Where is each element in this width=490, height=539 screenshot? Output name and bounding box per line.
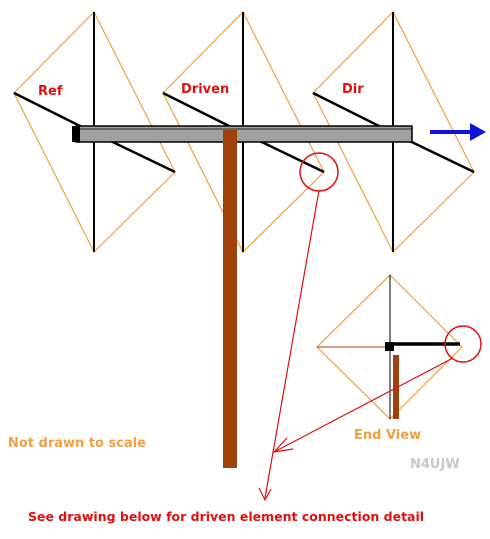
author-callsign: N4UJW [410,457,460,472]
end-view-feedpoint-circle [444,325,482,363]
not-to-scale-note: Not drawn to scale [8,436,146,451]
leader-line-to-caption [264,189,320,499]
boom [72,125,413,143]
boom-body [75,125,413,143]
director-label: Dir [342,82,364,97]
end-view-arrowhead [272,437,294,453]
detail-caption: See drawing below for driven element con… [28,509,424,524]
leader-lines [258,189,454,502]
reflector-label: Ref [38,84,63,99]
driven-label: Driven [181,82,229,97]
caption-arrowhead [258,487,272,502]
feedpoint-highlight-circle [299,152,339,192]
boom-end-cap [72,126,80,142]
end-view [316,274,482,420]
leader-line-to-end-view [273,357,454,453]
right-arrow-icon [430,123,486,141]
mast [223,130,237,468]
end-view-mast [393,355,399,419]
end-view-label: End View [354,428,421,443]
end-view-boom-section [385,342,394,351]
